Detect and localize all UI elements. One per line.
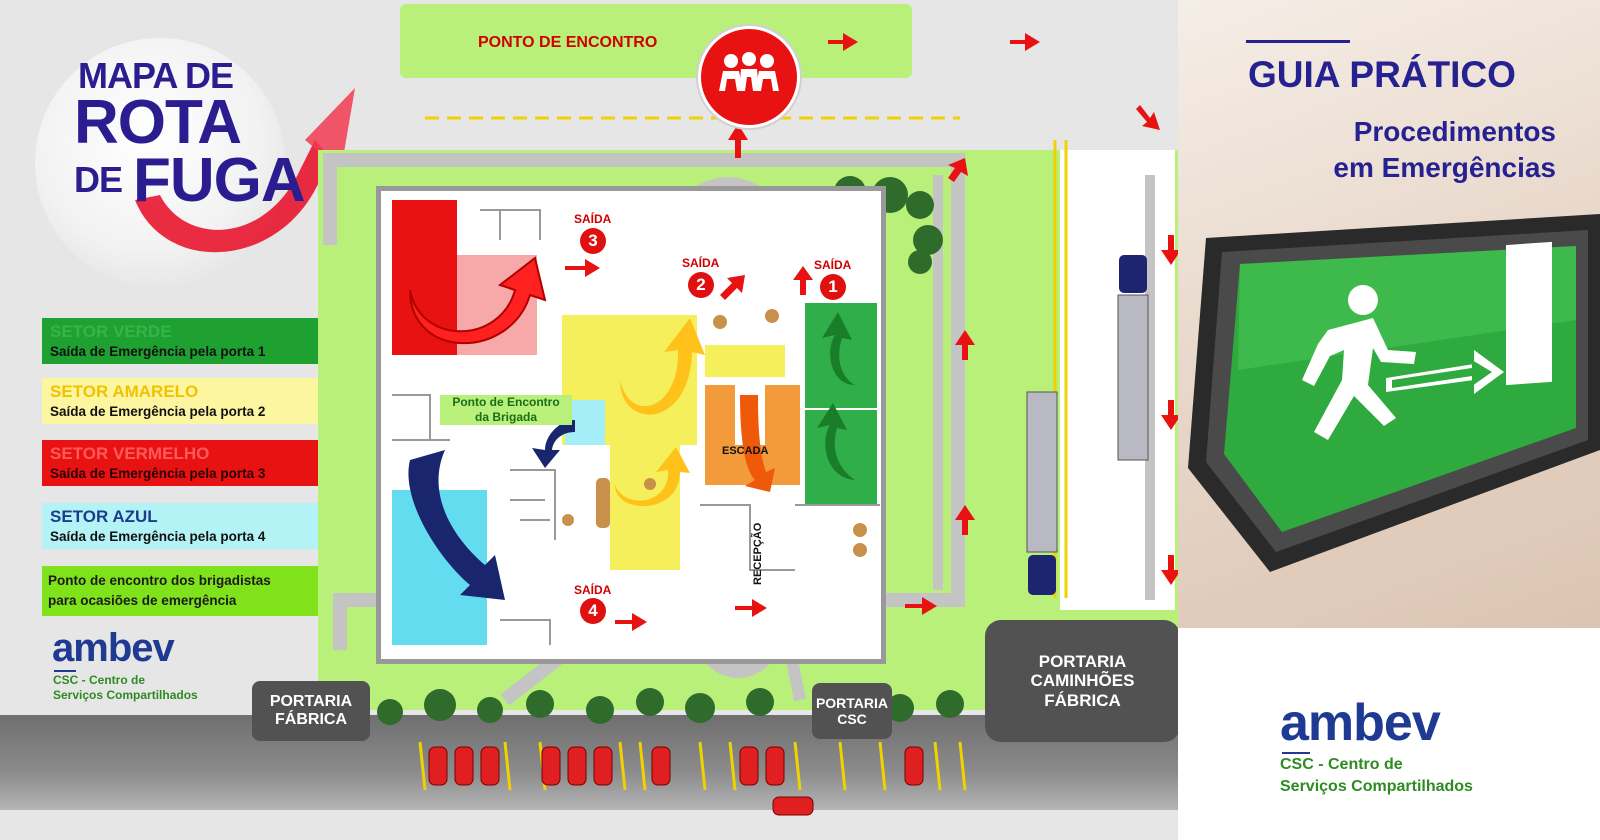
exit-4-label: SAÍDA <box>574 583 612 597</box>
title-line-2: ROTA <box>74 88 242 157</box>
title-line-4: FUGA <box>133 146 306 215</box>
gate-csc-line-1: PORTARIA <box>815 694 889 711</box>
logo-right-bar <box>1282 752 1310 754</box>
logo-right-brand: ambev <box>1280 694 1441 752</box>
guide-subtitle-line-1: Procedimentos <box>1353 116 1556 147</box>
logo-left-line-1: CSC - Centro de <box>53 673 146 687</box>
reception-label: RECEPÇÃO <box>752 522 764 585</box>
side-street <box>1060 150 1175 610</box>
guide-subtitle: Procedimentos em Emergências <box>1282 114 1556 187</box>
logo-right-line-2: Serviços Compartilhados <box>1280 778 1473 795</box>
swoosh-arrow-icon <box>135 88 355 253</box>
gate-trucks-line-3: FÁBRICA <box>1044 690 1121 710</box>
legend-brigade: Ponto de encontro dos brigadistas para o… <box>42 566 334 616</box>
right-panel-footer <box>1178 628 1600 840</box>
brigade-point-line-2: da Brigada <box>474 410 537 424</box>
meeting-point-icon <box>698 26 800 128</box>
exit-1-number: 1 <box>820 274 846 300</box>
title-line-3: DE <box>74 159 123 200</box>
legend-blue-title: SETOR AZUL <box>50 507 158 526</box>
legend-green-subtitle: Saída de Emergência pela porta 1 <box>50 344 266 359</box>
left-panel: MAPA DE ROTA DE FUGA SETOR VERDE Saída d… <box>0 0 355 840</box>
legend-blue-subtitle: Saída de Emergência pela porta 4 <box>50 529 266 544</box>
guide-title: GUIA PRÁTICO <box>1248 54 1516 95</box>
exit-4-number: 4 <box>580 598 606 624</box>
meeting-area-grass <box>400 4 912 78</box>
exit-3-number: 3 <box>580 228 606 254</box>
legend-yellow-title: SETOR AMARELO <box>50 382 199 401</box>
legend-green: SETOR VERDE Saída de Emergência pela por… <box>42 318 334 364</box>
logo-left-brand: ambev <box>52 626 175 670</box>
guide-title-bar <box>1246 40 1350 43</box>
gate-trucks-line-2: CAMINHÕES <box>1030 671 1135 691</box>
legend-brigade-line-1: Ponto de encontro dos brigadistas <box>48 573 271 588</box>
gate-trucks-line-1: PORTARIA <box>1038 651 1127 671</box>
guide-subtitle-line-2: em Emergências <box>1333 152 1556 184</box>
meeting-point-label: PONTO DE ENCONTRO <box>478 34 658 51</box>
gate-csc: PORTARIA CSC <box>812 683 892 739</box>
title-line-1: MAPA DE <box>78 55 234 96</box>
exit-1-label: SAÍDA <box>814 258 852 272</box>
legend-green-title: SETOR VERDE <box>50 322 172 341</box>
legend-red-subtitle: Saída de Emergência pela porta 3 <box>50 466 266 481</box>
building <box>376 186 886 664</box>
legend-yellow: SETOR AMARELO Saída de Emergência pela p… <box>42 378 334 424</box>
logo-left-bar <box>54 670 76 672</box>
emergency-exit-sign-icon <box>1188 214 1600 572</box>
site-grass <box>318 150 1178 710</box>
legend-yellow-subtitle: Saída de Emergência pela porta 2 <box>50 404 266 419</box>
legend-blue: SETOR AZUL Saída de Emergência pela port… <box>42 503 334 549</box>
gate-trucks: PORTARIA CAMINHÕES FÁBRICA <box>985 620 1180 742</box>
brigade-point-line-1: Ponto de Encontro <box>452 395 560 409</box>
legend-red-title: SETOR VERMELHO <box>50 444 210 463</box>
stairs-label: ESCADA <box>722 445 769 457</box>
legend-red: SETOR VERMELHO Saída de Emergência pela … <box>42 440 334 486</box>
logo-left-line-2: Serviços Compartilhados <box>53 688 198 702</box>
brigade-point-label: Ponto de Encontro da Brigada <box>440 395 572 425</box>
legend-brigade-line-2: para ocasiões de emergência <box>48 593 237 608</box>
exit-2-number: 2 <box>688 272 714 298</box>
logo-right-line-1: CSC - Centro de <box>1280 756 1403 773</box>
exit-2-label: SAÍDA <box>682 256 720 270</box>
gate-csc-line-2: CSC <box>837 711 867 727</box>
exit-3-label: SAÍDA <box>574 212 612 226</box>
